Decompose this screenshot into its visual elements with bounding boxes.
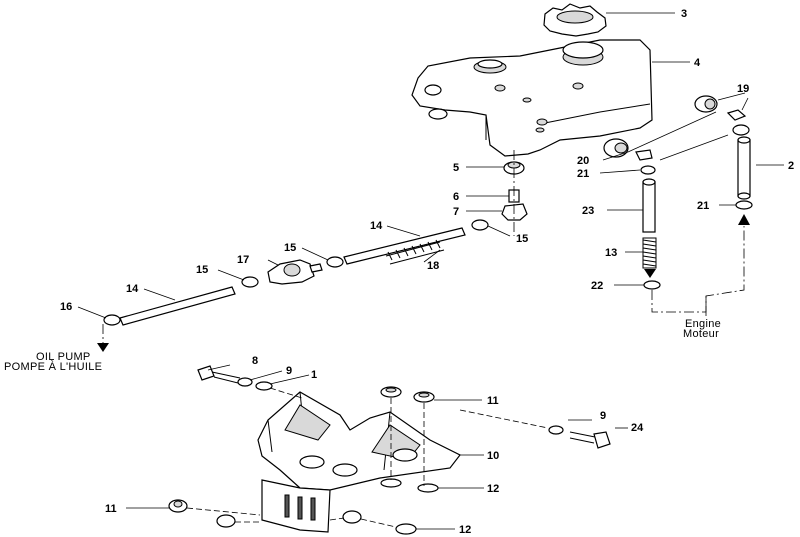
callout-14-upper: 14 [370, 220, 383, 232]
nut-11-top [380, 386, 402, 398]
hose-14-lower [119, 286, 236, 326]
flow-arrow-up [738, 214, 750, 225]
hose-2 [737, 136, 751, 200]
callout-3: 3 [681, 8, 687, 20]
callout-15-left: 15 [196, 264, 208, 276]
note-engine: Engine [685, 318, 721, 330]
callout-8: 8 [252, 355, 258, 367]
bolt-24 [569, 431, 611, 449]
clamp-21-lower [735, 200, 753, 210]
callout-19: 19 [737, 83, 749, 95]
nut-lower-left [216, 514, 236, 528]
callout-18: 18 [427, 260, 439, 272]
nut-11-top-right [413, 391, 435, 403]
callout-22: 22 [591, 280, 603, 292]
callout-11-upper: 11 [487, 395, 499, 407]
clamp-15-middle [326, 256, 344, 268]
callout-23: 23 [582, 205, 594, 217]
grommet-5 [503, 161, 525, 175]
callout-7: 7 [453, 206, 459, 218]
washer-9-left [237, 377, 253, 387]
callout-15-middle: 15 [284, 242, 296, 254]
tank-outlet-fitting [424, 84, 442, 96]
tank-return-fitting [428, 108, 448, 120]
callout-6: 6 [453, 191, 459, 203]
callout-21-upper: 21 [577, 168, 589, 180]
clamp-22 [643, 280, 661, 290]
hose-23 [642, 178, 656, 233]
callout-5: 5 [453, 162, 459, 174]
note-moteur: Moteur [683, 328, 719, 340]
washer-12-bottom [380, 478, 439, 493]
clamp-15-right [471, 219, 489, 231]
clamp-15-left [241, 276, 259, 288]
flow-arrow-oil-pump [97, 343, 109, 352]
callout-16: 16 [60, 301, 72, 313]
callout-24: 24 [631, 422, 644, 434]
clamp-16 [103, 314, 121, 326]
note-oil-pump: OIL PUMP [36, 351, 91, 363]
callout-20: 20 [577, 155, 589, 167]
callout-11-lower: 11 [105, 503, 117, 515]
callout-15-right: 15 [516, 233, 528, 245]
bolt-8 [197, 365, 241, 384]
hose-14-upper [343, 227, 466, 265]
washer-12-lower [395, 523, 417, 535]
banjo-fitting-20 [603, 138, 653, 161]
nut-lower-mid [342, 510, 362, 524]
spring-13 [642, 237, 657, 269]
clamp-21-upper [640, 124, 750, 175]
spring-18 [385, 239, 445, 265]
banjo-fitting-19 [694, 95, 747, 121]
callout-13: 13 [605, 247, 617, 259]
nut-11-lower [168, 499, 188, 513]
callout-2: 2 [788, 160, 794, 172]
oil-tank-cap [543, 3, 607, 37]
callout-4: 4 [694, 57, 701, 69]
callout-9-right: 9 [600, 410, 606, 422]
callout-17: 17 [237, 254, 249, 266]
callout-1: 1 [311, 369, 317, 381]
callout-12-lower: 12 [459, 524, 471, 536]
note-pompe-a-l-huile: POMPE À L'HUILE [4, 360, 102, 373]
oil-tank [411, 39, 653, 157]
washer-1 [255, 381, 273, 391]
washer-9-right [548, 425, 564, 435]
callout-14-lower: 14 [126, 283, 139, 295]
flow-arrow-down [644, 269, 656, 278]
bracket-10 [257, 391, 461, 491]
callout-21-lower: 21 [697, 200, 709, 212]
callout-9-left: 9 [286, 365, 292, 377]
filter-17 [267, 259, 323, 285]
check-valve-7 [501, 203, 528, 221]
callout-12-upper: 12 [487, 483, 499, 495]
callout-10: 10 [487, 450, 499, 462]
leader-lines [77, 12, 784, 530]
bracket-lower-plate [261, 479, 331, 533]
